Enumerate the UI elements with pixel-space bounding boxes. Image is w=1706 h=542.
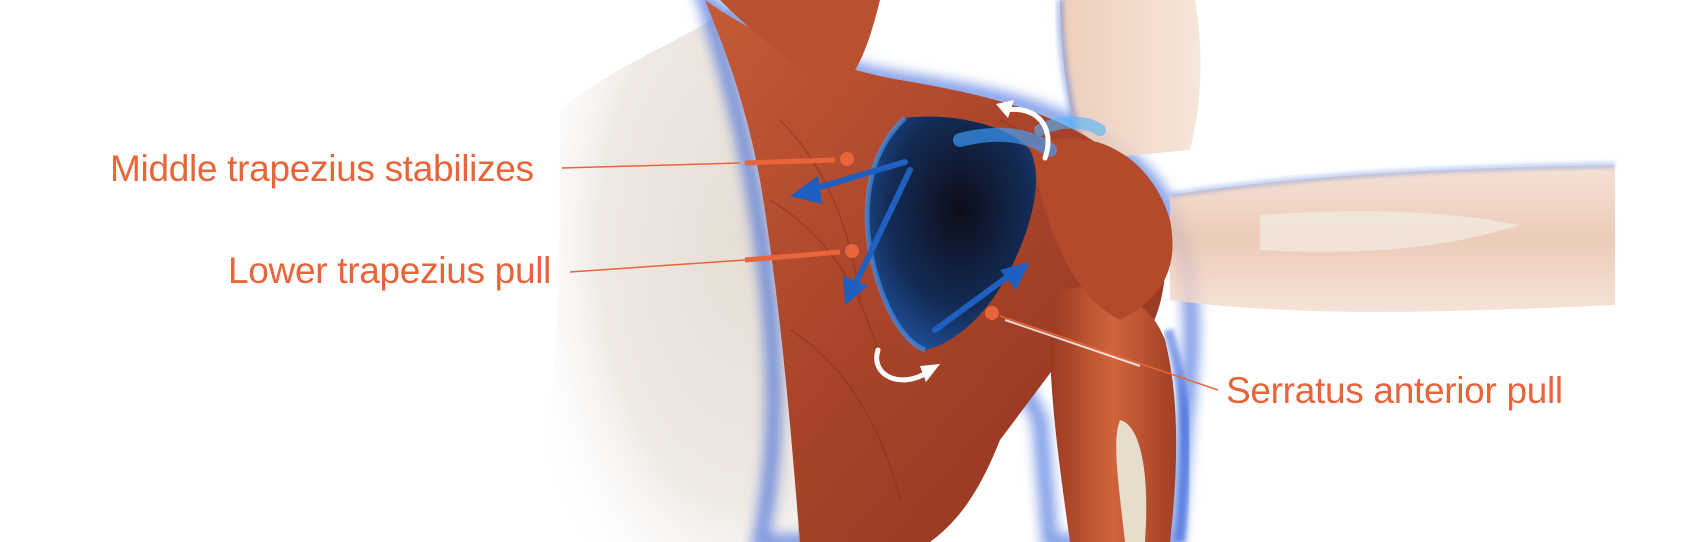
rotation-arrows xyxy=(874,100,1051,383)
lower-rotation-arrow xyxy=(874,347,931,383)
lower-trapezius-arrowhead xyxy=(843,276,868,305)
serratus-anterior-label: Serratus anterior pull xyxy=(1226,370,1563,411)
lower-trapezius-bar xyxy=(744,249,841,263)
force-arrows xyxy=(790,159,1030,333)
deltoid xyxy=(1030,138,1173,320)
serratus-anterior-force-arrow xyxy=(932,272,1013,333)
upper-arm-tendon xyxy=(1116,420,1147,542)
upper-arm xyxy=(1050,287,1177,542)
lower-rotation-arrowhead xyxy=(920,364,940,382)
scapula-spine xyxy=(953,127,1057,157)
upper-arm-glow xyxy=(1163,328,1191,542)
middle-trapezius-dot xyxy=(840,152,854,166)
neck-muscle xyxy=(720,0,880,90)
lower-trapezius-leader xyxy=(569,259,746,273)
raised-arm xyxy=(1060,0,1201,160)
serratus-anterior-arrowhead xyxy=(1000,262,1030,290)
middle-trapezius-arrowhead xyxy=(790,176,822,204)
serratus-anterior-dot xyxy=(985,306,999,320)
middle-trapezius-leader xyxy=(561,162,741,169)
upper-rotation-arrowhead xyxy=(996,100,1014,118)
forearm-glow xyxy=(1169,162,1616,198)
middle-trapezius-label: Middle trapezius stabilizes xyxy=(110,148,534,189)
middle-trapezius-bar xyxy=(744,157,836,166)
lower-trapezius-dot xyxy=(845,244,859,258)
callouts xyxy=(561,152,1219,391)
serratus-anterior-leader-white xyxy=(1004,319,1141,367)
serratus-anterior-leader xyxy=(999,315,1219,391)
upper-rotation-arrow xyxy=(1002,106,1051,161)
middle-trapezius-force-arrow xyxy=(807,159,908,193)
lower-trapezius-force-arrow xyxy=(852,167,913,288)
forearm-tendon xyxy=(1260,211,1520,252)
lower-trapezius-label: Lower trapezius pull xyxy=(228,250,552,291)
